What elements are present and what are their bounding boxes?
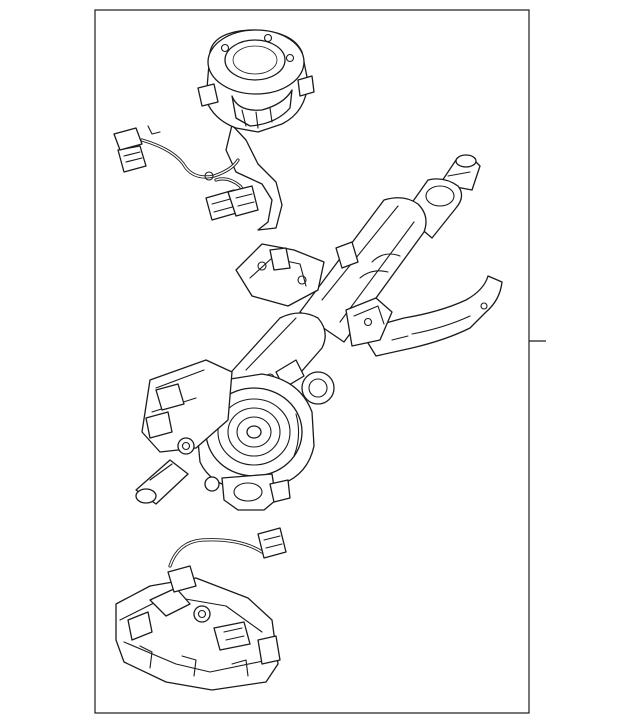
diagram-border <box>94 9 530 714</box>
lock-module[interactable] <box>115 527 287 691</box>
clock-spring[interactable] <box>113 29 315 231</box>
steering-column-assembly[interactable] <box>135 154 503 511</box>
